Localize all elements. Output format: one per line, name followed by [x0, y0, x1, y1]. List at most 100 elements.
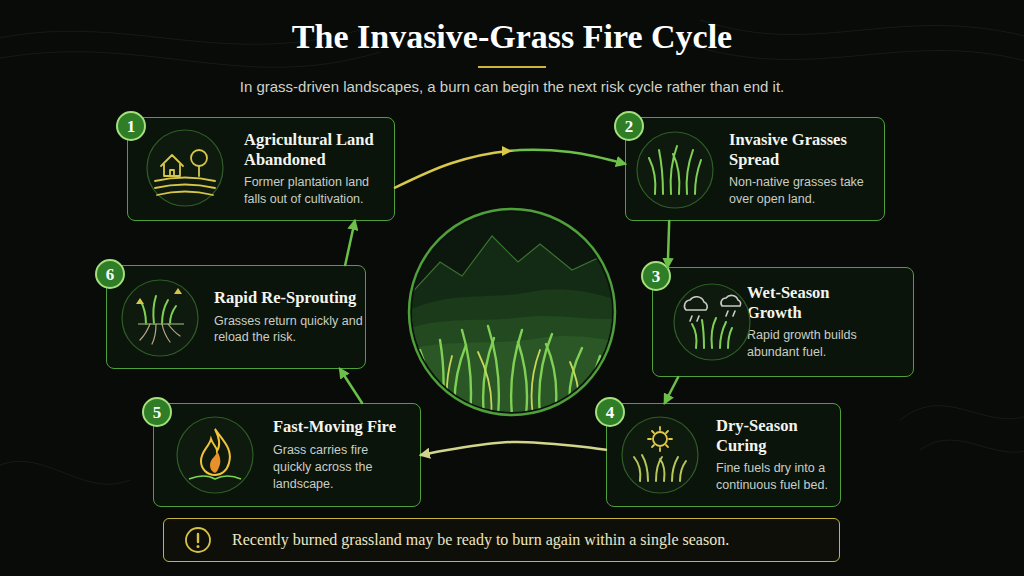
grass-symbol [140, 296, 176, 324]
grass-blade [488, 326, 499, 415]
cycle-arrow [345, 221, 355, 265]
step-number: 1 [116, 111, 146, 141]
rain-drops [690, 311, 735, 321]
grass-blade [569, 348, 582, 415]
cycle-arrow [665, 377, 678, 403]
diagram-title: The Invasive-Grass Fire Cycle [0, 18, 1024, 56]
warning-circle [186, 528, 210, 552]
grass-strokes [692, 318, 732, 348]
step-box: 3Wet-Season GrowthRapid growth builds ab… [652, 267, 914, 377]
step-heading: Invasive Grasses Spread [729, 130, 874, 170]
icon-frame [177, 417, 253, 493]
step-description: Grass carries fire quickly across the la… [273, 442, 403, 493]
cycle-arrow [395, 150, 625, 188]
note-text: Recently burned grassland may be ready t… [232, 530, 832, 549]
ground-line [138, 323, 184, 324]
rain-grass-icon [674, 284, 750, 360]
ground-line [189, 476, 241, 479]
grass-blades [420, 326, 600, 415]
text-column: Wet-Season GrowthRapid growth builds abu… [747, 268, 882, 376]
contour-line [0, 461, 130, 484]
step-description: Former plantation land falls out of cult… [244, 174, 392, 208]
farm-icon [147, 130, 223, 206]
sun-symbol [653, 432, 667, 446]
grass-blade [440, 340, 444, 415]
cloud-strokes [684, 295, 740, 321]
root-strokes [140, 324, 180, 344]
grass-blades-light [447, 350, 579, 415]
step-number: 4 [595, 397, 625, 427]
text-column: Rapid Re-SproutingGrasses return quickly… [214, 266, 364, 368]
field-rows [155, 178, 215, 196]
cloud-symbol [684, 297, 707, 310]
house-symbol [161, 155, 183, 176]
resprout-icon [122, 280, 198, 356]
contour-lines [0, 20, 1024, 484]
sprout-strokes [140, 296, 176, 324]
text-column: Invasive Grasses SpreadNon-native grasse… [729, 118, 874, 220]
dry-grass-strokes [634, 455, 686, 481]
warning-bar [197, 534, 199, 542]
cycle-arrow [421, 442, 606, 455]
icon-frame [637, 132, 713, 208]
grass-blade [518, 342, 527, 415]
sun-grass-icon [622, 417, 698, 493]
diagram-caption: In grass-driven landscapes, a burn can b… [0, 78, 1024, 95]
step-box: 5Fast-Moving FireGrass carries fire quic… [153, 403, 421, 507]
step-heading: Agricultural Land Abandoned [244, 130, 392, 170]
grass-symbol [634, 455, 686, 481]
text-column: Dry-Season CuringFine fuels dry into a c… [716, 404, 838, 506]
step-heading: Dry-Season Curing [716, 416, 838, 456]
grass-icon [637, 132, 713, 208]
flame-core [210, 451, 220, 473]
grass-blade [483, 338, 494, 415]
text-column: Fast-Moving FireGrass carries fire quick… [273, 404, 403, 506]
step-number: 5 [142, 397, 172, 427]
text-column: Recently burned grassland may be ready t… [232, 519, 832, 561]
grass-blade [462, 330, 471, 415]
step-description: Non-native grasses take over open land. [729, 174, 874, 208]
step-number: 2 [614, 111, 644, 141]
grass-blade [478, 352, 491, 415]
icon-frame [147, 130, 223, 206]
cycle-arrow [340, 369, 362, 403]
contour-line [920, 440, 1024, 452]
step-box: 6Rapid Re-SproutingGrasses return quickl… [106, 265, 366, 369]
landscape-illustration [405, 209, 620, 420]
title-underline [478, 66, 546, 68]
up-arrow [136, 298, 144, 304]
sun-strokes [648, 427, 672, 451]
mid-arrowhead [502, 146, 512, 156]
step-box: 4Dry-Season CuringFine fuels dry into a … [606, 403, 841, 507]
grass-blade [532, 350, 540, 415]
grass-blade [454, 345, 466, 415]
step-heading: Wet-Season Growth [747, 283, 882, 323]
grass-symbol [692, 318, 732, 348]
fire-icon [177, 417, 253, 493]
grass-blade [539, 334, 552, 415]
step-description: Grasses return quickly and reload the ri… [214, 313, 364, 347]
text-column: Agricultural Land AbandonedFormer planta… [244, 118, 392, 220]
flame-symbol [201, 429, 230, 475]
farm-strokes [155, 150, 215, 195]
roots-symbol [140, 324, 180, 344]
grass-strokes [649, 146, 701, 194]
warning-dot [197, 545, 200, 548]
sun-rays [648, 427, 672, 451]
contour-line [690, 45, 1024, 65]
grass-blade [570, 362, 579, 415]
cloud-symbol [721, 295, 741, 306]
landscape-scene [405, 209, 620, 420]
grass-blade [546, 344, 556, 415]
icon-frame [622, 417, 698, 493]
grass-blade [420, 350, 430, 415]
step-heading: Rapid Re-Sprouting [214, 288, 364, 308]
grass-symbol [649, 146, 701, 194]
note-box: Recently burned grassland may be ready t… [163, 518, 840, 562]
contour-line [900, 406, 1024, 420]
icon-frame [674, 284, 750, 360]
warning-icon [186, 528, 210, 552]
step-number: 3 [641, 261, 671, 291]
